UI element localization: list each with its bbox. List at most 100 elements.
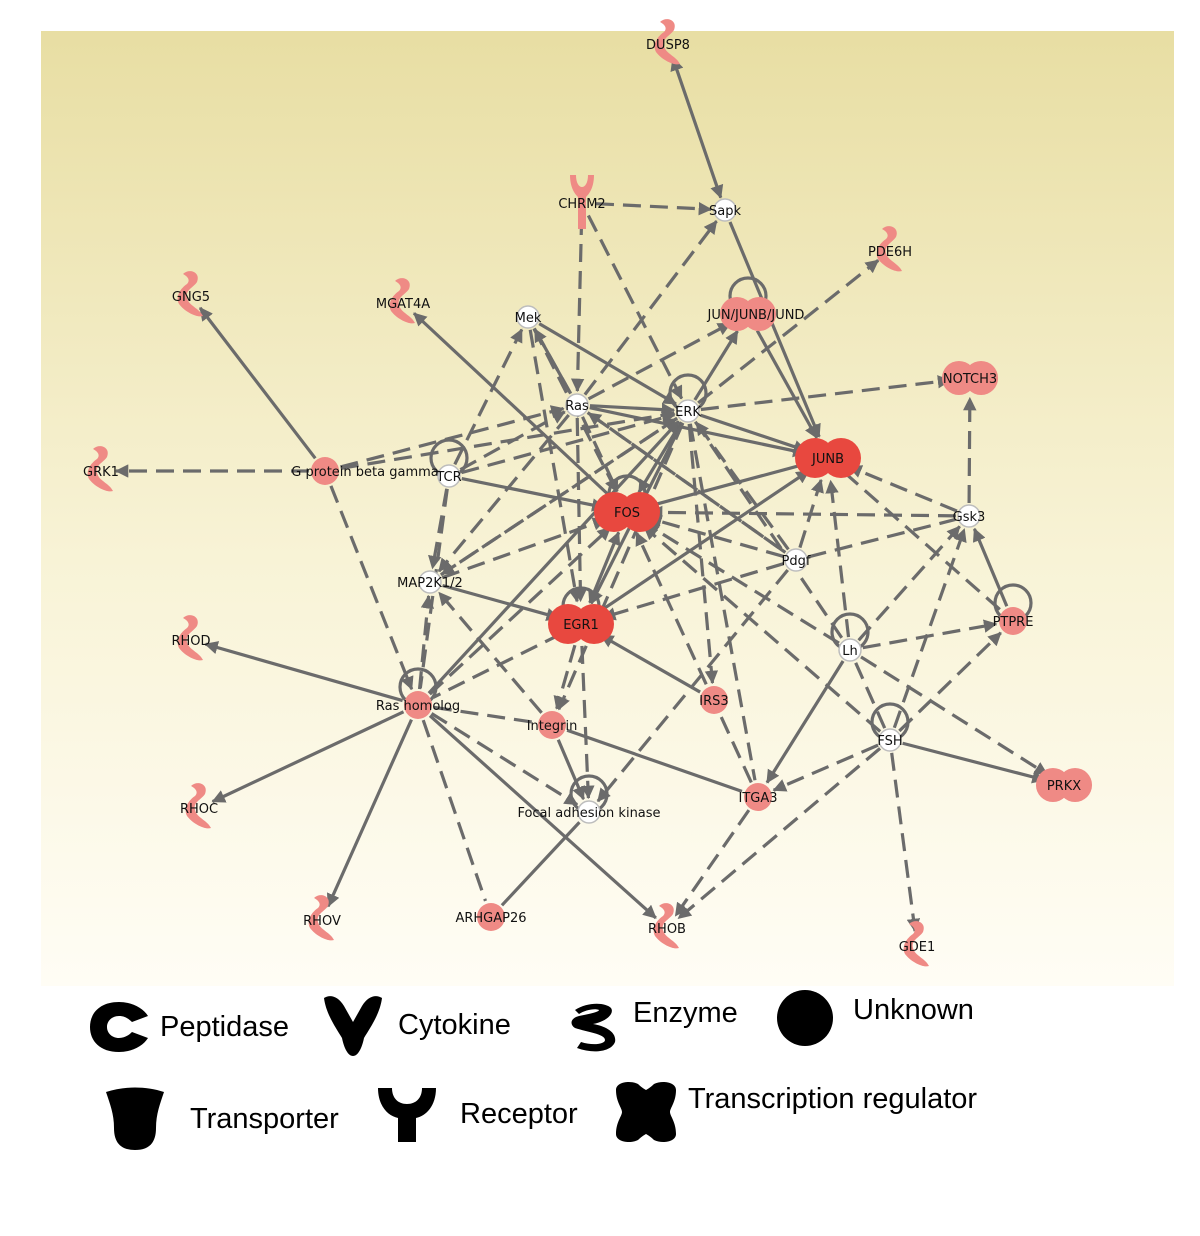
edge-gprot-rashom	[329, 485, 414, 691]
legend-transcription-regulator: Transcription regulator	[614, 1080, 977, 1144]
node-rhov[interactable]: RHOV	[303, 895, 341, 941]
transporter-icon	[106, 1087, 164, 1150]
cytokine-icon	[324, 996, 382, 1056]
edge-integrin-itga3	[566, 728, 743, 793]
edge-egr1-junb	[598, 469, 810, 614]
node-label-lh: Lh	[842, 644, 857, 659]
edge-egr1-integrin	[553, 644, 577, 710]
edge-mek-erk	[538, 322, 677, 406]
node-label-rhoc: RHOC	[180, 802, 218, 817]
edge-fos-egr1	[588, 531, 621, 604]
edge-fsh-rhob	[677, 747, 882, 920]
edge-erk-pde6h	[697, 259, 880, 405]
node-ras[interactable]: Ras	[565, 393, 589, 417]
legend-enzyme: Enzyme	[565, 996, 738, 1056]
node-lh[interactable]: Lh	[838, 638, 862, 662]
node-label-dusp8: DUSP8	[646, 38, 690, 53]
node-rhob[interactable]: RHOB	[648, 903, 686, 949]
edge-gprot-gng5	[198, 306, 317, 460]
node-notch3[interactable]: NOTCH3	[941, 361, 999, 395]
node-label-mek: Mek	[515, 311, 542, 326]
node-chrm2[interactable]: CHRM2	[558, 175, 606, 229]
node-gprot[interactable]: G protein beta gamma	[291, 457, 439, 485]
node-mek[interactable]: Mek	[515, 305, 542, 329]
node-fak[interactable]: Focal adhesion kinase	[517, 800, 661, 824]
node-label-rashom: Ras homolog	[376, 699, 460, 714]
node-label-rhod: RHOD	[171, 634, 210, 649]
edge-rashom-integrin	[433, 705, 536, 725]
node-integrin[interactable]: Integrin	[527, 711, 578, 739]
node-junx[interactable]: JUN/JUNB/JUND	[707, 297, 805, 331]
edge-rashom-rhob	[428, 714, 657, 920]
node-gng5[interactable]: GNG5	[172, 271, 210, 317]
node-rashom[interactable]: Ras homolog	[376, 691, 460, 719]
node-dusp8[interactable]: DUSP8	[646, 19, 690, 65]
edge-map2k-egr1	[442, 583, 560, 622]
node-label-fak: Focal adhesion kinase	[517, 806, 660, 821]
edge-junb-ptpre	[843, 471, 1002, 611]
edge-tcr-rashom	[418, 488, 449, 689]
edge-fsh-fos	[643, 525, 882, 733]
legend-label-receptor: Receptor	[460, 1097, 578, 1130]
edge-pdgf-fos	[648, 515, 784, 558]
node-label-ptpre: PTPRE	[993, 615, 1034, 630]
edge-irs3-egr1	[599, 634, 701, 694]
node-map2k[interactable]: MAP2K1/2	[397, 570, 463, 594]
edge-fos-junb	[647, 462, 807, 508]
node-tcr[interactable]: TCR	[435, 464, 462, 488]
unknown-icon	[777, 990, 833, 1046]
legend-cytokine: Cytokine	[322, 992, 511, 1058]
edge-fos-mgat4a	[412, 312, 613, 499]
legend-transporter: Transporter	[104, 1086, 339, 1152]
edge-fsh-lh	[854, 662, 887, 729]
edge-rashom-fak	[430, 712, 579, 806]
edge-fsh-gde1	[890, 752, 921, 933]
edge-mek-egr1	[528, 329, 582, 603]
edge-erk-junb	[699, 413, 808, 454]
edge-fsh-ptpre	[898, 631, 1002, 733]
edge-gsk3-notch3	[963, 396, 977, 504]
edge-erk-lh	[693, 420, 844, 640]
node-ptpre[interactable]: PTPRE	[993, 607, 1034, 635]
node-pde6h[interactable]: PDE6H	[868, 226, 912, 272]
node-gsk3[interactable]: Gsk3	[953, 504, 986, 528]
node-pdgf[interactable]: Pdgf	[782, 548, 811, 572]
node-irs3[interactable]: IRS3	[699, 686, 729, 714]
edge-fsh-itga3	[772, 743, 879, 792]
node-sapk[interactable]: Sapk	[709, 198, 741, 222]
edge-rashom-rhod	[204, 641, 404, 703]
node-grk1[interactable]: GRK1	[83, 446, 119, 492]
node-egr1[interactable]: EGR1	[548, 604, 614, 644]
node-label-gng5: GNG5	[172, 290, 210, 305]
node-itga3[interactable]: ITGA3	[738, 783, 778, 811]
node-label-grk1: GRK1	[83, 465, 119, 480]
edge-rashom-rhov	[326, 718, 413, 908]
edges	[114, 57, 1049, 933]
node-label-pde6h: PDE6H	[868, 245, 912, 260]
node-fos[interactable]: FOS	[594, 492, 660, 532]
edge-pdgf-ras	[587, 411, 787, 554]
edge-ras-egr1	[573, 417, 588, 603]
node-gde1[interactable]: GDE1	[899, 921, 936, 967]
node-junb[interactable]: JUNB	[795, 438, 861, 478]
node-fsh[interactable]: FSH	[877, 728, 903, 752]
edge-erk-irs3	[687, 423, 719, 685]
legend-label-peptidase: Peptidase	[160, 1010, 289, 1043]
edge-arhgap26-fak	[500, 821, 581, 907]
node-prkx[interactable]: PRKX	[1035, 768, 1093, 802]
edge-ras-map2k	[437, 413, 570, 573]
node-mgat4a[interactable]: MGAT4A	[376, 278, 430, 324]
node-rhoc[interactable]: RHOC	[180, 783, 218, 829]
node-arhgap26[interactable]: ARHGAP26	[455, 903, 527, 931]
edge-lh-ptpre	[862, 619, 998, 650]
edge-fsh-gsk3	[892, 528, 967, 729]
node-label-gsk3: Gsk3	[953, 510, 986, 525]
node-label-irs3: IRS3	[699, 694, 728, 709]
node-erk[interactable]: ERK	[675, 399, 701, 423]
node-label-sapk: Sapk	[709, 204, 741, 219]
edge-gprot-erk	[340, 408, 676, 470]
node-rhod[interactable]: RHOD	[171, 615, 211, 661]
legend-label-transporter: Transporter	[190, 1102, 339, 1135]
edge-sapk-junb	[728, 221, 821, 438]
